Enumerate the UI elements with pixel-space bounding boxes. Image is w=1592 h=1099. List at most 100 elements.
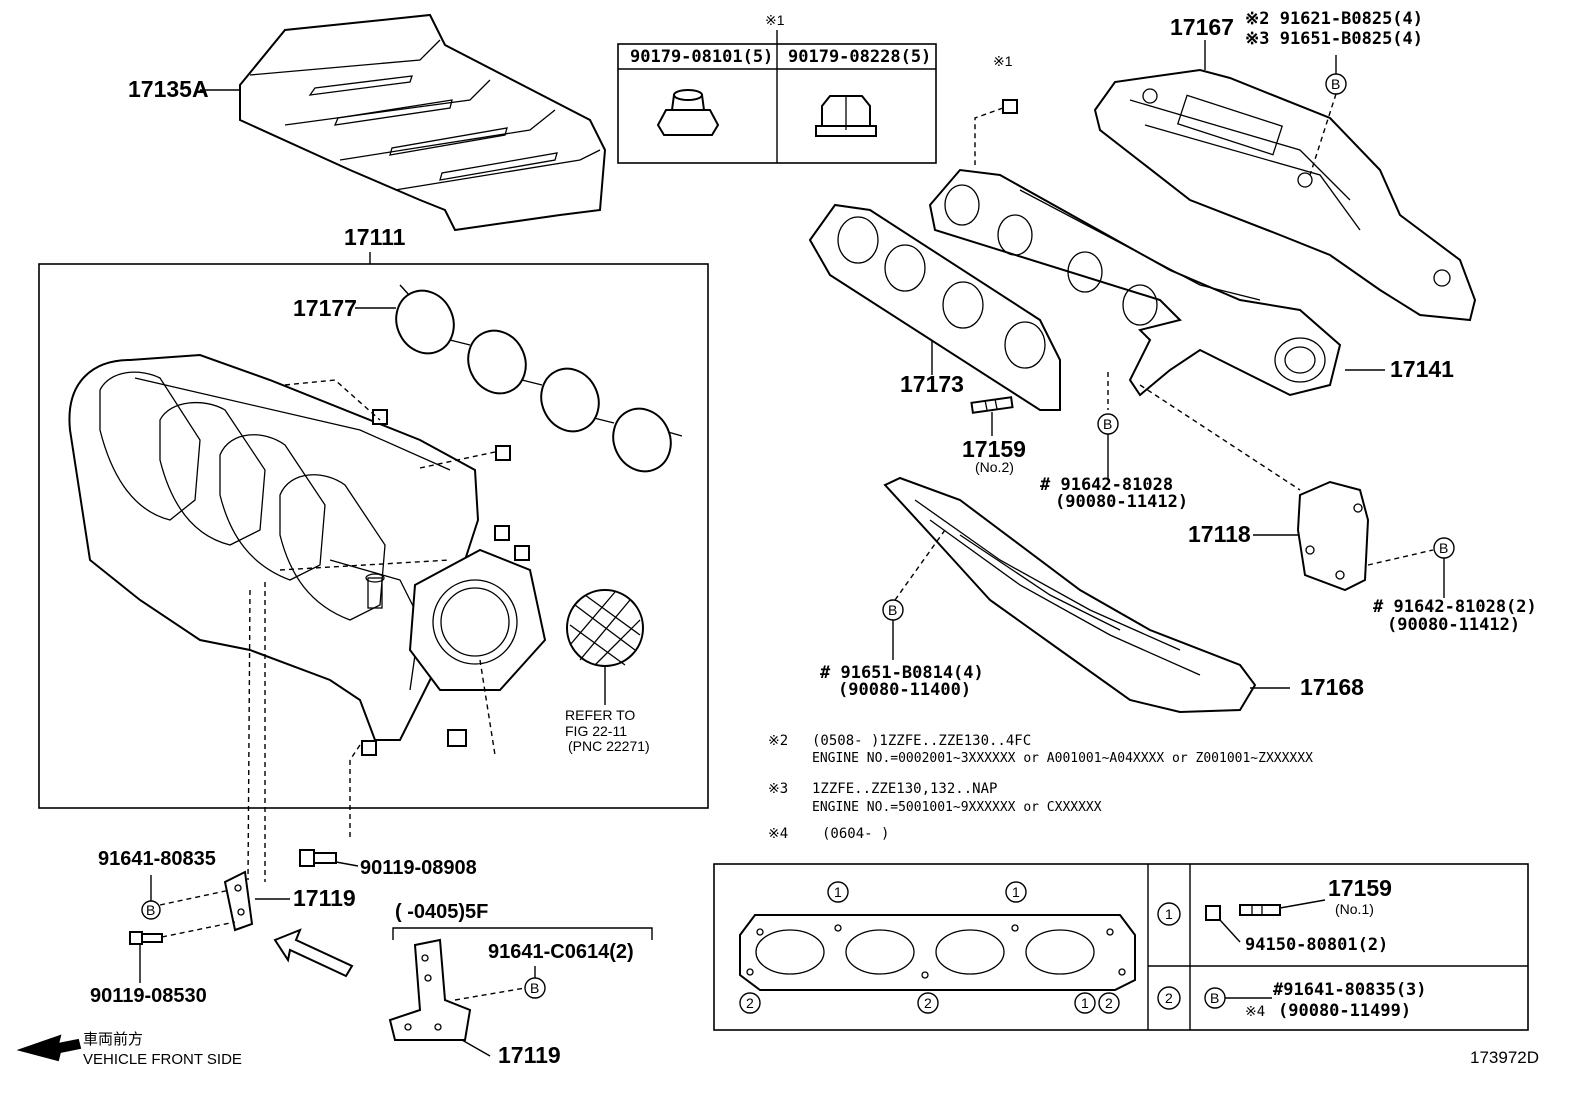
vehicle-front-jp: 車両前方	[83, 1031, 143, 1048]
marker-2-right-text: 2	[1105, 995, 1113, 1011]
variant-bracket-line	[392, 927, 653, 940]
engine-cover-17135A	[239, 13, 607, 232]
gasket-table	[713, 863, 1529, 1031]
label-17173: 17173	[900, 371, 964, 397]
dash-b5	[1367, 549, 1434, 566]
marker-1-row-text: 1	[1165, 906, 1173, 922]
label-17177: 17177	[293, 295, 357, 321]
intake-manifold-body	[68, 353, 480, 741]
marker-2-row-text: 2	[1165, 990, 1173, 1006]
vehicle-front-en: VEHICLE FRONT SIDE	[83, 1051, 242, 1068]
marker-2-left-text: 2	[746, 995, 754, 1011]
b-marker-5-text: B	[1439, 540, 1448, 556]
star1-top: ※1	[765, 12, 785, 28]
bolt-90119-08530	[129, 931, 163, 945]
label-91651-B0814: # 91651-B0814(4)	[820, 663, 984, 683]
nut-table	[617, 43, 937, 164]
leader-17119b	[461, 1039, 491, 1057]
b-marker-4-text: B	[1103, 416, 1112, 432]
label-91641-C0614: 91641-C0614(2)	[488, 941, 634, 963]
nut-hex-icon	[815, 95, 877, 137]
figure-id: 173972D	[1470, 1048, 1539, 1067]
dash-bolt-bracket	[161, 921, 236, 938]
b-marker-3-text: B	[1331, 76, 1340, 92]
label-17111: 17111	[344, 224, 406, 250]
label-17159a: 17159	[962, 436, 1026, 462]
bolt-90119-08908	[299, 849, 337, 867]
dash-17118	[1139, 384, 1301, 491]
label-17135A: 17135A	[128, 76, 209, 102]
refer-line-1: REFER TO	[565, 707, 635, 723]
label-17167: 17167	[1170, 14, 1234, 40]
note2-line2: ENGINE NO.=0002001~3XXXXXX or A001001~A0…	[812, 751, 1313, 766]
marker-2-right	[1098, 992, 1120, 1014]
label-90080-11499: (90080-11499)	[1278, 1001, 1411, 1021]
b-marker-1-text: B	[146, 902, 155, 918]
exhaust-gasket-17173	[808, 203, 1061, 411]
label-90119-08908: 90119-08908	[360, 857, 477, 879]
note2-partno: ※2 91621-B0825(4)	[1245, 9, 1423, 29]
label-17159-no1: 17159	[1328, 875, 1392, 901]
label-91641-80835-3: #91641-80835(3)	[1273, 980, 1427, 1000]
note3-line1: 1ZZFE..ZZE130,132..NAP	[812, 781, 997, 797]
label-17118: 17118	[1188, 521, 1251, 547]
label-17159a-sub: (No.2)	[975, 459, 1014, 475]
label-91642-81028-a: # 91642-81028	[1040, 475, 1173, 495]
label-17119b: 17119	[498, 1042, 561, 1068]
vehicle-front-arrow	[16, 1034, 82, 1062]
star1-nut: ※1	[993, 53, 1013, 69]
bracket-17118	[1296, 480, 1370, 592]
dash-b-variant	[454, 987, 526, 1001]
nut-table-col1: 90179-08101(5)	[630, 47, 773, 67]
intake-manifold-assembly-box	[38, 263, 709, 809]
marker-2-mid	[917, 992, 939, 1014]
dash-b6	[894, 529, 946, 601]
heat-insulator-17168	[883, 476, 1257, 714]
gasket-outline	[739, 914, 1136, 991]
label-17141: 17141	[1390, 356, 1454, 382]
b-marker-6-text: B	[888, 602, 897, 618]
marker-1-right	[1074, 992, 1096, 1014]
marker-2-left	[739, 992, 761, 1014]
intake-gasket-17177	[395, 284, 683, 473]
label-90080-11400: (90080-11400)	[838, 680, 971, 700]
mesh-filter	[566, 589, 644, 667]
label-17168: 17168	[1300, 674, 1364, 700]
marker-1-top-b-text: 1	[1012, 884, 1020, 900]
nut-flange-icon	[656, 89, 720, 136]
b-marker-2-text: B	[530, 980, 539, 996]
marker-1-right-text: 1	[1081, 995, 1089, 1011]
note3-partno: ※3 91651-B0825(4)	[1245, 29, 1423, 49]
exhaust-manifold-17141	[928, 168, 1342, 397]
label-90080-11412-a: (90080-11412)	[1055, 492, 1188, 512]
nut-star1	[1002, 99, 1018, 114]
bracket-17119	[223, 870, 254, 932]
dash-star1	[974, 107, 1004, 165]
note2-mark: ※2	[768, 733, 788, 749]
label-91641-80835: 91641-80835	[98, 848, 216, 870]
refer-line-2: FIG 22-11	[565, 723, 627, 739]
manifold-dashed-guides	[247, 379, 496, 882]
refer-line-3: (PNC 22271)	[568, 738, 650, 754]
note4-mark: ※4	[768, 826, 788, 842]
label-91642-81028-b: # 91642-81028(2)	[1373, 597, 1537, 617]
note4-mark-table: ※4	[1245, 1004, 1265, 1020]
note4-line1: (0604- )	[822, 826, 889, 842]
marker-1-top-b	[1005, 881, 1027, 903]
nut-94150	[1205, 905, 1221, 921]
nut-table-col2: 90179-08228(5)	[788, 47, 931, 67]
label-range-0405: ( -0405)5F	[395, 901, 488, 923]
label-90080-11412-b: (90080-11412)	[1387, 615, 1520, 635]
manifold-nuts	[361, 409, 530, 756]
marker-1-row	[1157, 902, 1181, 926]
heat-insulator-17167	[1093, 68, 1477, 322]
throttle-flange	[408, 548, 547, 691]
note3-line2: ENGINE NO.=5001001~9XXXXXX or CXXXXXX	[812, 800, 1102, 815]
leader-90119-08908	[335, 861, 359, 867]
assembly-direction-arrow	[273, 928, 354, 978]
note3-mark: ※3	[768, 781, 788, 797]
leader-94150	[1219, 919, 1241, 943]
b-marker-7-text: B	[1210, 990, 1219, 1006]
stud-17159-no1	[1239, 904, 1281, 916]
